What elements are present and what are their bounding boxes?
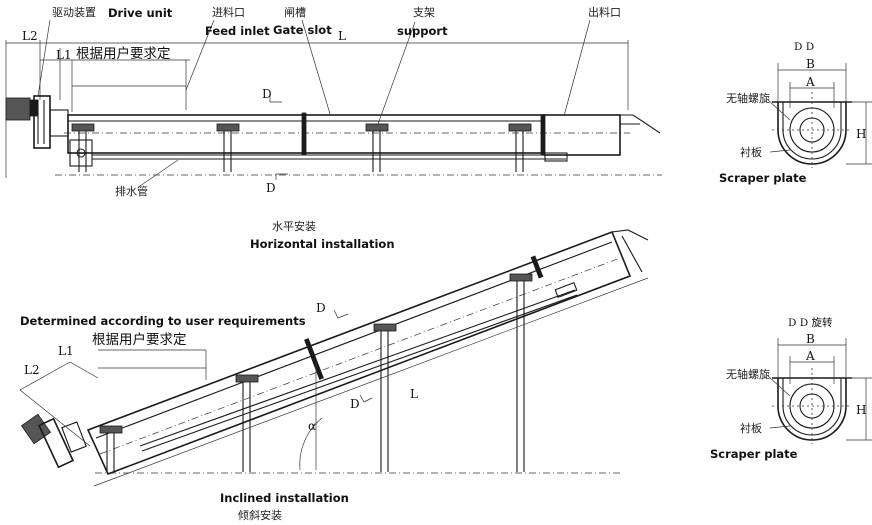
dim-H-bottom: H bbox=[856, 403, 866, 417]
section-mark-D-top: D bbox=[262, 87, 272, 101]
section-mark-D-inclined-bottom: D bbox=[350, 397, 360, 411]
support-legs-horizontal bbox=[71, 123, 532, 172]
plate-en-top: Scraper plate bbox=[719, 171, 807, 185]
inclined-trough bbox=[86, 230, 632, 476]
dim-B-top: B bbox=[806, 57, 815, 71]
gate-slot-en: Gate slot bbox=[273, 23, 332, 37]
caption-inclined-en: Inclined installation bbox=[220, 491, 349, 505]
user-req-cn-top: 根据用户要求定 bbox=[76, 45, 171, 62]
section-mark-D-inclined-top: D bbox=[316, 301, 326, 315]
section-view-bottom bbox=[767, 338, 872, 444]
end-plate bbox=[69, 139, 93, 167]
dim-L-top: L bbox=[338, 29, 346, 43]
section-title-top: D D bbox=[794, 41, 814, 53]
dim-B-bottom: B bbox=[806, 332, 815, 346]
gate-slot bbox=[301, 112, 307, 156]
motor bbox=[5, 97, 31, 121]
drive-unit-en: Drive unit bbox=[108, 6, 173, 20]
dim-L1-bottom: L1 bbox=[58, 344, 74, 358]
inclined-view bbox=[19, 229, 649, 487]
dim-A-top: A bbox=[805, 75, 815, 89]
dim-L2-top: L2 bbox=[22, 29, 38, 43]
caption-horizontal-en: Horizontal installation bbox=[250, 237, 395, 251]
feed-inlet-cn: 进料口 bbox=[212, 5, 245, 19]
section-view-top bbox=[767, 63, 872, 168]
outlet-cn: 出料口 bbox=[588, 5, 621, 19]
feed-inlet-en: Feed inlet bbox=[205, 24, 270, 38]
plate-en-bottom: Scraper plate bbox=[710, 447, 798, 461]
section-title-bottom: D D 旋转 bbox=[788, 316, 833, 329]
spiral-cn-bottom: 无轴螺旋 bbox=[726, 367, 770, 381]
dim-L-bottom: L bbox=[410, 387, 418, 401]
dim-L2-bottom: L2 bbox=[24, 363, 40, 377]
angle-alpha: α bbox=[308, 419, 316, 433]
plate-cn-top: 衬板 bbox=[740, 145, 762, 159]
horizontal-view bbox=[5, 19, 662, 187]
section-mark-D-bottom: D bbox=[266, 181, 276, 195]
gearbox-inclined bbox=[37, 417, 75, 469]
plate-cn-bottom: 衬板 bbox=[740, 421, 762, 435]
user-req-cn-bottom: 根据用户要求定 bbox=[92, 331, 187, 348]
caption-horizontal-cn: 水平安装 bbox=[272, 219, 316, 233]
dim-L1-top: L1 bbox=[56, 48, 72, 62]
inclined-centerline bbox=[99, 257, 621, 455]
drain-pipe-cn: 排水管 bbox=[115, 184, 148, 198]
dim-A-bottom: A bbox=[805, 349, 815, 363]
gate-slot-cn: 闸槽 bbox=[284, 6, 306, 19]
drive-unit-cn: 驱动装置 bbox=[52, 6, 96, 19]
dim-H-top: H bbox=[856, 127, 866, 141]
user-req-en: Determined according to user requirement… bbox=[20, 314, 306, 328]
support-legs-inclined bbox=[99, 273, 533, 472]
caption-inclined-cn: 倾斜安装 bbox=[238, 508, 282, 522]
support-cn: 支架 bbox=[413, 6, 435, 19]
outlet-section bbox=[543, 114, 621, 156]
support-en: support bbox=[397, 24, 448, 38]
spiral-cn-top: 无轴螺旋 bbox=[726, 91, 770, 105]
